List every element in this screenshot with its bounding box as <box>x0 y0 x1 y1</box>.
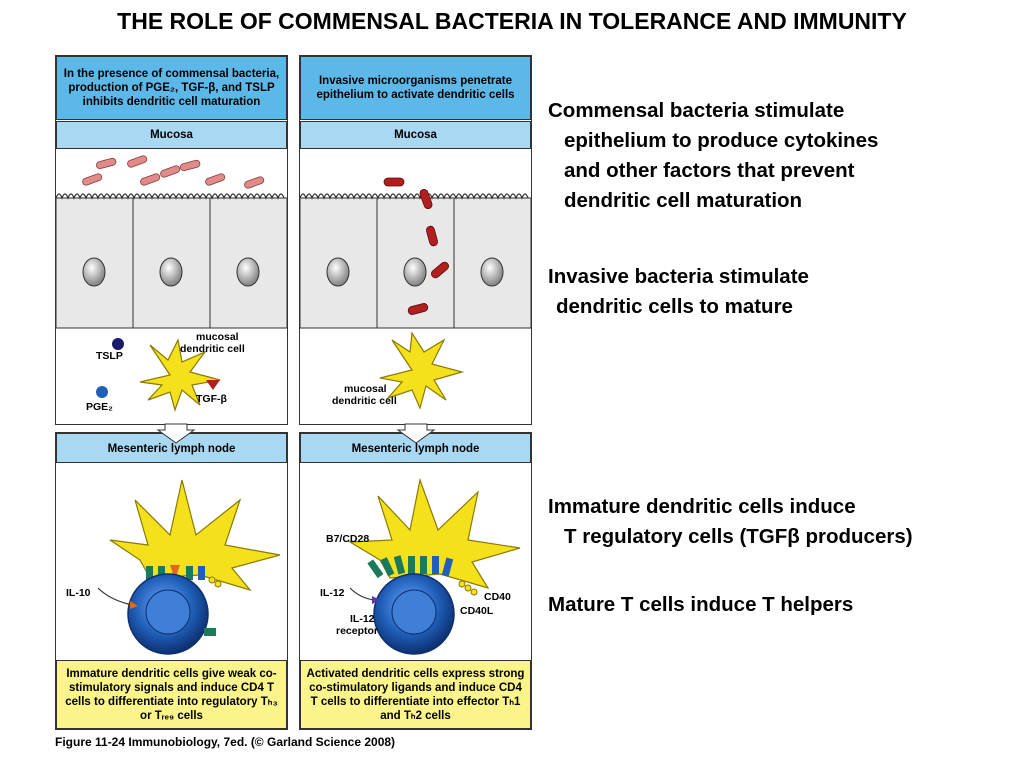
right-mucosal-dendritic-cell <box>379 331 465 410</box>
right-mucosal-dc-label-1: mucosal <box>344 383 387 395</box>
il10-label: IL-10 <box>66 587 91 599</box>
right-down-arrow-icon <box>396 423 436 444</box>
invasive-bacteria <box>383 177 449 315</box>
cd40-label: CD40 <box>484 591 511 603</box>
right-il12-arrow <box>349 587 375 601</box>
il10-molecule-icon <box>130 601 138 609</box>
left-mucosa-label: Mucosa <box>56 121 287 149</box>
left-lymph-dendritic-cell <box>109 479 281 592</box>
left-epithelium <box>55 193 288 329</box>
side-note-mature: Mature T cells induce T helpers <box>548 590 853 620</box>
pge2-molecule-icon <box>96 386 108 398</box>
left-mucosal-dendritic-cell <box>139 338 221 413</box>
tgf-beta-molecule-icon <box>206 380 220 390</box>
pge2-label: PGE₂ <box>86 401 113 413</box>
tslp-label: TSLP <box>96 350 123 362</box>
left-down-arrow-icon <box>156 423 196 444</box>
left-mucosal-dc-label-2: dendritic cell <box>180 343 245 355</box>
tslp-molecule-icon <box>112 338 124 350</box>
il12-molecule-icon <box>372 596 380 604</box>
side-note-immature-line-2: T regulatory cells (TGFβ producers) <box>564 525 913 548</box>
right-panel-header: Invasive microorganisms penetrate epithe… <box>300 56 531 120</box>
il12-receptor-label-2: receptor <box>336 625 378 637</box>
b7-cd28-label: B7/CD28 <box>326 533 369 545</box>
figure-credit: Figure 11-24 Immunobiology, 7ed. (© Garl… <box>55 735 396 749</box>
right-mucosal-dc-label-2: dendritic cell <box>332 395 397 407</box>
left-caption: Immature dendritic cells give weak co-st… <box>56 660 287 729</box>
page-title: THE ROLE OF COMMENSAL BACTERIA IN TOLERA… <box>117 8 907 34</box>
left-tgfb-receptor-icon <box>204 628 216 636</box>
side-note-commensal: Commensal bacteria stimulate epithelium … <box>548 96 878 216</box>
tgf-beta-label: TGF-β <box>196 393 227 405</box>
right-t-cell-nucleus <box>391 589 437 635</box>
right-lymph-dendritic-cell <box>347 477 521 590</box>
left-il10-arrow <box>97 587 133 606</box>
side-note-invasive-line-1: Invasive bacteria stimulate <box>548 265 809 288</box>
side-note-invasive: Invasive bacteria stimulate dendritic ce… <box>548 262 809 322</box>
side-note-mature-line-1: Mature T cells induce T helpers <box>548 593 854 616</box>
il12-label: IL-12 <box>320 587 345 599</box>
right-receptors <box>367 555 478 596</box>
right-epithelium <box>299 193 532 329</box>
commensal-bacteria <box>82 155 265 189</box>
side-note-commensal-line-2: epithelium to produce cytokines <box>564 129 879 152</box>
cd40l-label: CD40L <box>460 605 494 617</box>
right-mucosa-label: Mucosa <box>300 121 531 149</box>
left-mucosal-dc-label-1: mucosal <box>196 331 239 343</box>
side-note-commensal-line-3: and other factors that prevent <box>564 159 855 182</box>
side-note-immature-line-1: Immature dendritic cells induce <box>548 495 856 518</box>
side-note-immature: Immature dendritic cells induce T regula… <box>548 492 913 552</box>
side-note-commensal-line-4: dendritic cell maturation <box>564 189 803 212</box>
side-note-invasive-line-2: dendritic cells to mature <box>556 295 793 318</box>
il12-receptor-label-1: IL-12 <box>350 613 375 625</box>
left-t-cell-nucleus <box>145 589 191 635</box>
left-receptors <box>146 565 222 588</box>
side-note-commensal-line-1: Commensal bacteria stimulate <box>548 99 845 122</box>
right-caption: Activated dendritic cells express strong… <box>300 660 531 729</box>
left-panel-header: In the presence of commensal bacteria, p… <box>56 56 287 120</box>
